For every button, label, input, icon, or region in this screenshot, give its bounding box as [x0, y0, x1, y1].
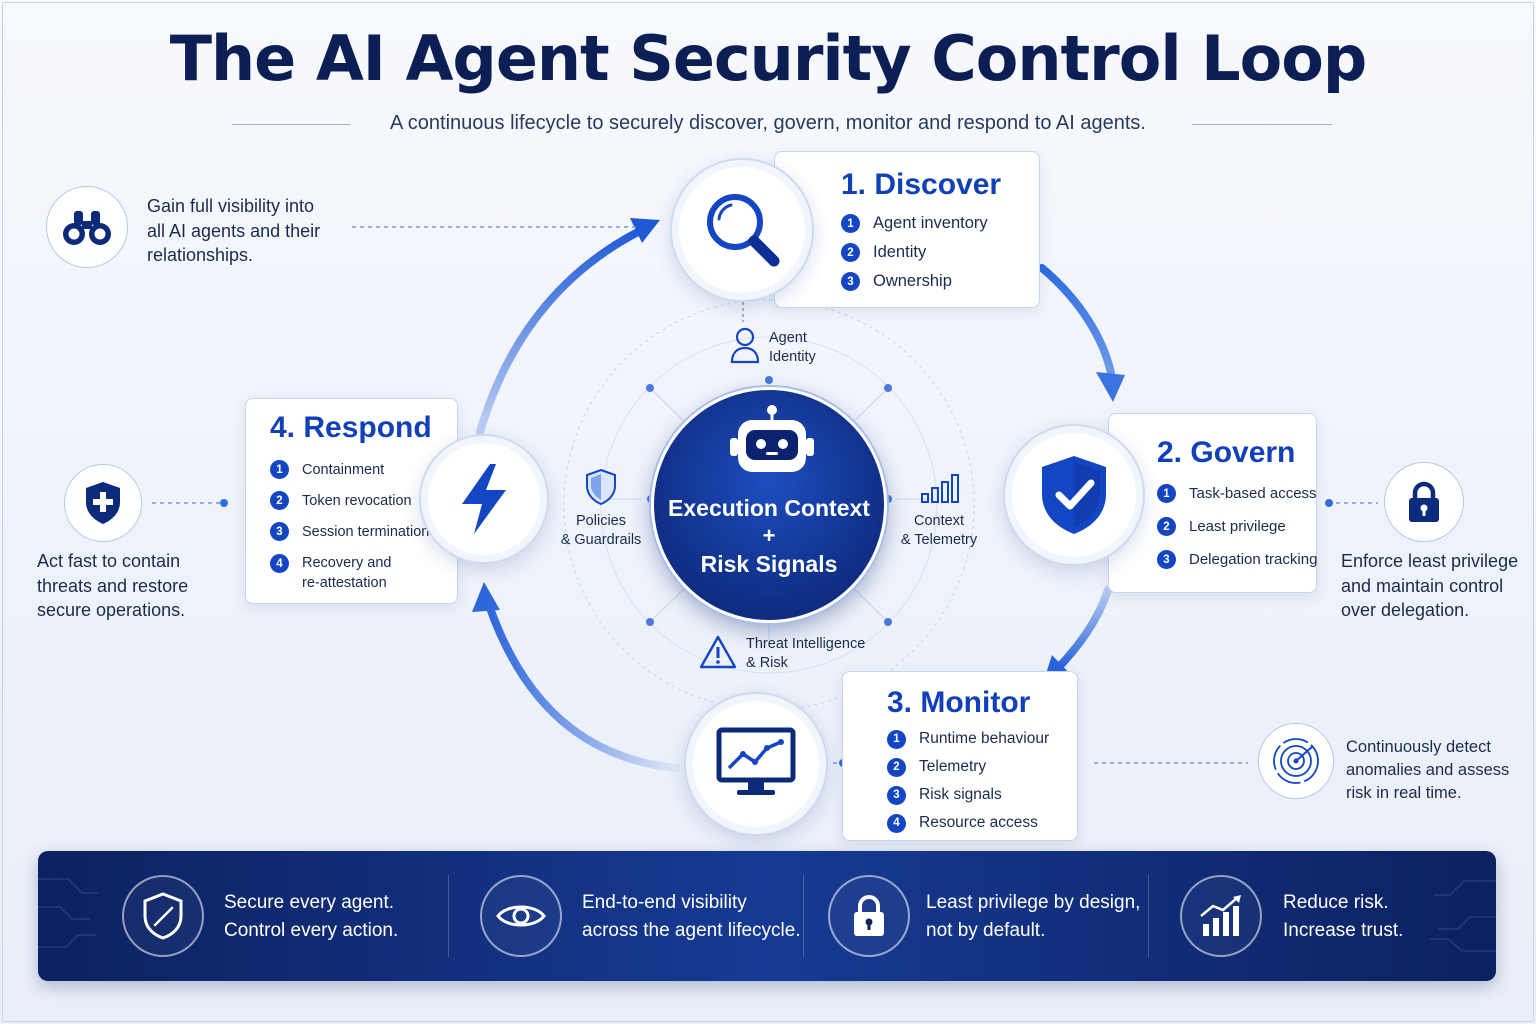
monitor-stage-circle — [684, 692, 828, 836]
respond-note-icon-circle — [64, 464, 142, 542]
padlock-icon — [1409, 481, 1439, 522]
lightning-bolt-icon — [462, 464, 506, 534]
orbit-ring-outer — [563, 299, 975, 711]
monitor-title: 3. Monitor — [887, 686, 1031, 719]
core-line-1: Execution Context — [668, 495, 870, 521]
arrow-discover-to-govern — [1038, 264, 1116, 382]
discover-title: 1. Discover — [841, 168, 1002, 201]
arrow-respond-to-discover — [476, 224, 650, 436]
binoculars-icon — [63, 211, 111, 245]
govern-title: 2. Govern — [1157, 436, 1296, 469]
discover-note: Gain full visibility into all AI agents … — [147, 196, 321, 265]
arrow-monitor-to-respond — [486, 604, 680, 772]
govern-stage-circle — [1003, 424, 1145, 566]
page-title: The AI Agent Security Control Loop — [169, 22, 1368, 95]
value-banner: Secure every agent. Control every action… — [38, 851, 1496, 981]
lock-icon — [854, 895, 884, 936]
execution-context-core: Execution Context + Risk Signals — [651, 387, 887, 623]
robot-icon — [730, 405, 814, 472]
orbit-label-context: Context & Telemetry — [900, 513, 978, 548]
orbit-label-threat: Threat Intelligence & Risk — [746, 636, 866, 671]
respond-stage-circle — [419, 434, 549, 564]
radar-icon — [1273, 738, 1319, 784]
govern-note: Enforce least privilege and maintain con… — [1341, 551, 1519, 620]
page-subtitle: A continuous lifecycle to securely disco… — [390, 112, 1146, 134]
magnifier-icon — [707, 194, 780, 267]
shield-icon — [586, 468, 616, 506]
orbit-label-identity: Agent Identity — [769, 330, 816, 365]
govern-note-icon-circle — [1384, 462, 1464, 542]
shield-plus-icon — [86, 482, 120, 524]
respond-note: Act fast to contain threats and restore … — [37, 551, 189, 620]
warning-triangle-icon — [699, 635, 737, 669]
respond-title: 4. Respond — [270, 411, 432, 444]
core-line-3: Risk Signals — [700, 551, 838, 577]
core-line-2: + — [762, 523, 776, 548]
monitor-note-icon-circle — [1258, 723, 1334, 799]
shield-outline-icon — [143, 892, 183, 940]
arrow-govern-to-monitor — [1054, 586, 1112, 672]
eye-icon — [496, 905, 546, 927]
monitor-chart-icon — [716, 727, 796, 795]
growth-chart-icon — [1200, 895, 1241, 936]
shield-check-icon — [1042, 456, 1106, 534]
circuit-decoration — [38, 878, 1496, 952]
bar-chart-icon — [921, 474, 959, 503]
monitor-note: Continuously detect anomalies and assess… — [1346, 738, 1510, 802]
discover-stage-circle — [670, 158, 814, 302]
user-icon — [730, 327, 760, 364]
subtitle-rule-left — [232, 124, 350, 125]
subtitle-rule-right — [1192, 124, 1332, 125]
orbit-label-policies: Policies & Guardrails — [560, 513, 642, 548]
discover-note-icon-circle — [46, 186, 128, 268]
